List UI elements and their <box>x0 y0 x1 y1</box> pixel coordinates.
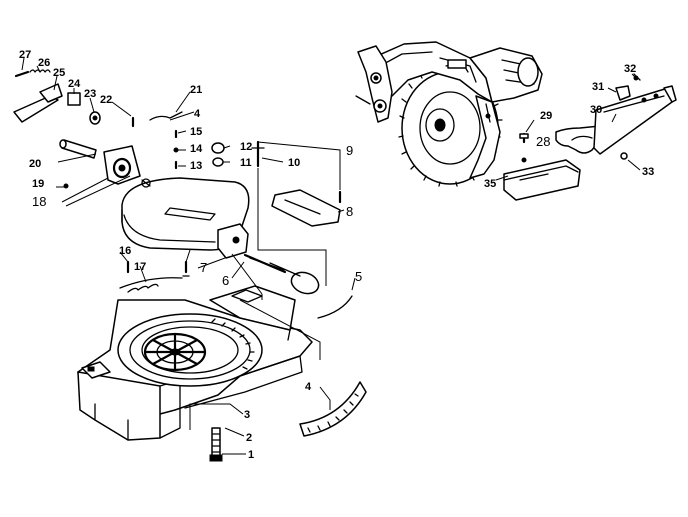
arc-part-5 <box>317 295 353 319</box>
label-part-14: 14 <box>190 143 203 155</box>
label-part-23: 23 <box>84 88 96 100</box>
bolt-part-1 <box>209 427 223 462</box>
label-part-3: 3 <box>244 409 250 421</box>
label-part-17: 17 <box>134 261 146 273</box>
label-part-2: 2 <box>246 432 252 444</box>
label-part-7: 7 <box>200 260 207 275</box>
turntable-outer <box>117 313 263 387</box>
label-part-28: 28 <box>536 134 550 149</box>
label-part-29: 29 <box>540 110 552 122</box>
label-part-12: 12 <box>240 141 252 153</box>
label-part-18: 18 <box>32 194 46 209</box>
label-part-15: 15 <box>190 126 202 138</box>
right-leader-lines <box>495 73 641 181</box>
table-top <box>121 177 250 251</box>
label-part-19: 19 <box>32 178 44 190</box>
leader-lines <box>21 57 356 455</box>
label-part-22: 22 <box>100 94 112 106</box>
small-hardware <box>13 69 342 277</box>
base-extension <box>209 285 296 331</box>
label-part-4b: 4 <box>194 108 201 120</box>
arm-table-assembly <box>103 145 250 259</box>
label-part-13: 13 <box>190 160 202 172</box>
label-part-11: 11 <box>240 157 252 169</box>
label-part-31: 31 <box>592 81 604 93</box>
motor-base-part-35 <box>503 159 581 201</box>
label-part-6: 6 <box>222 273 229 288</box>
label-part-5: 5 <box>355 269 362 284</box>
label-part-1: 1 <box>248 449 254 461</box>
part-labels: 27 26 25 24 23 22 21 4 15 14 13 12 11 10… <box>19 49 654 461</box>
label-part-24: 24 <box>68 78 81 90</box>
label-part-10: 10 <box>288 157 300 169</box>
label-part-16: 16 <box>119 245 131 257</box>
motor-blade-assembly <box>355 41 581 201</box>
label-part-8: 8 <box>346 204 353 219</box>
fence-part-30 <box>593 87 673 155</box>
lock-knob-part-6 <box>243 253 320 295</box>
label-part-25: 25 <box>53 67 65 79</box>
label-part-33: 33 <box>642 166 654 178</box>
label-part-32: 32 <box>624 63 636 75</box>
fence-assembly <box>555 85 677 155</box>
label-part-27: 27 <box>19 49 31 61</box>
arc-scale-part-4 <box>299 381 367 437</box>
right-hardware <box>519 73 641 163</box>
label-part-9: 9 <box>346 143 353 158</box>
label-part-20: 20 <box>29 158 41 170</box>
lever-part-25 <box>13 95 59 123</box>
label-part-35: 35 <box>484 178 496 190</box>
base-assembly <box>77 285 313 462</box>
label-part-21: 21 <box>190 84 202 96</box>
label-part-4: 4 <box>305 381 312 393</box>
label-part-30: 30 <box>590 104 602 116</box>
label-part-26: 26 <box>38 57 50 69</box>
base-front-block <box>81 361 111 379</box>
